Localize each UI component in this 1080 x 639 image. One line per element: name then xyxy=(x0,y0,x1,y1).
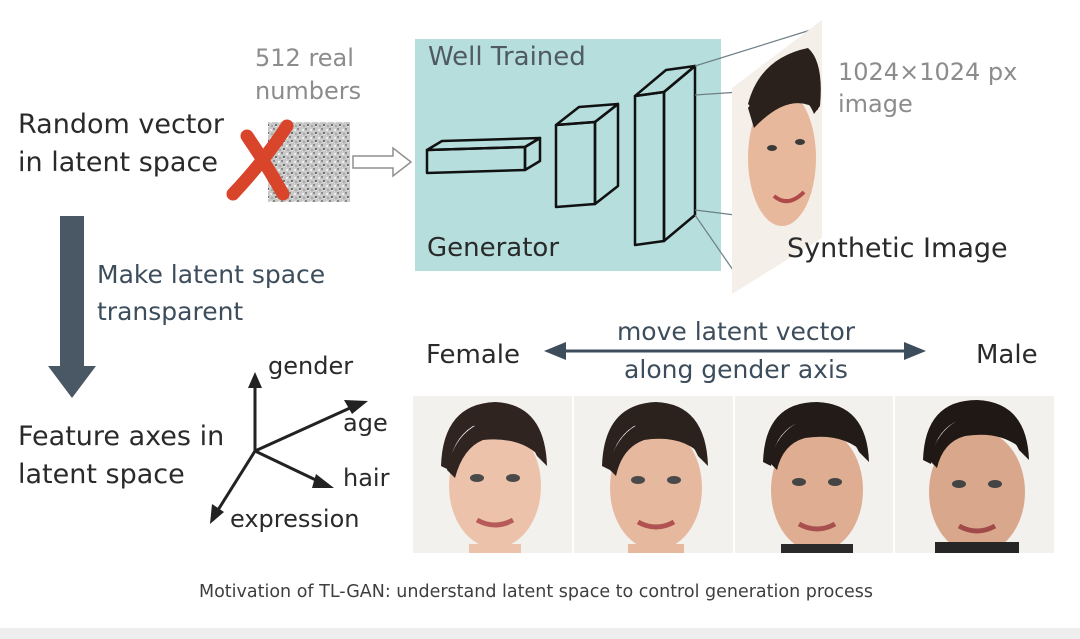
layer-block-2 xyxy=(554,102,620,209)
well-trained-label: Well Trained xyxy=(428,42,586,72)
synthetic-image-label: Synthetic Image xyxy=(787,233,1008,264)
make-transparent-label: Make latent space transparent xyxy=(97,256,325,330)
face-2-icon xyxy=(601,402,708,553)
cross-icon xyxy=(226,119,294,201)
feature-axes-label: Feature axes in latent space xyxy=(18,418,224,494)
real-numbers-label: 512 real numbers xyxy=(255,42,361,108)
gender-axis-arrow-icon xyxy=(544,342,926,360)
face-image-3 xyxy=(734,396,894,553)
axis-label-hair: hair xyxy=(343,464,390,492)
axis-label-expression: expression xyxy=(230,505,360,533)
random-vector-label: Random vector in latent space xyxy=(18,106,224,182)
bottom-divider xyxy=(0,628,1080,639)
feature-axes-line-1: Feature axes in xyxy=(18,421,225,452)
real-numbers-line-1: 512 real xyxy=(255,44,354,72)
move-latent-label: move latent vector along gender axis xyxy=(560,313,912,389)
gender-faces-strip xyxy=(413,396,1054,553)
feature-axes-line-2: latent space xyxy=(18,459,185,490)
generator-label: Generator xyxy=(427,233,560,263)
face-image-2 xyxy=(573,396,733,553)
make-transparent-line-1: Make latent space xyxy=(97,260,326,289)
face-image-1 xyxy=(413,396,572,553)
figure-caption: Motivation of TL-GAN: understand latent … xyxy=(199,582,873,602)
face-image-4 xyxy=(895,396,1054,553)
move-line-1: move latent vector xyxy=(616,317,856,346)
noise-input-graphic xyxy=(226,119,413,202)
move-line-2: along gender axis xyxy=(624,355,848,384)
axis-label-gender: gender xyxy=(268,352,354,380)
axis-label-age: age xyxy=(343,409,388,437)
layer-block-3 xyxy=(633,64,697,247)
image-size-label: 1024×1024 px image xyxy=(838,56,1017,120)
image-size-line-1: 1024×1024 px xyxy=(838,58,1018,86)
down-arrow-icon xyxy=(48,216,96,398)
generator-panel xyxy=(415,39,721,271)
face-4-icon xyxy=(923,400,1030,553)
male-label: Male xyxy=(976,340,1038,370)
face-1-icon xyxy=(441,402,547,553)
feature-axes-diagram xyxy=(210,372,368,524)
female-label: Female xyxy=(426,340,521,370)
random-vector-line-2: in latent space xyxy=(18,147,218,178)
image-size-line-2: image xyxy=(838,90,913,118)
random-vector-line-1: Random vector xyxy=(18,109,225,140)
hollow-arrow-icon xyxy=(352,146,413,178)
generator-network-graphic xyxy=(425,27,818,271)
face-3-icon xyxy=(762,402,869,553)
real-numbers-line-2: numbers xyxy=(255,77,362,105)
make-transparent-line-2: transparent xyxy=(97,297,244,326)
synthetic-image xyxy=(732,20,822,294)
synthetic-face-icon xyxy=(748,48,821,226)
layer-block-1 xyxy=(425,136,542,175)
